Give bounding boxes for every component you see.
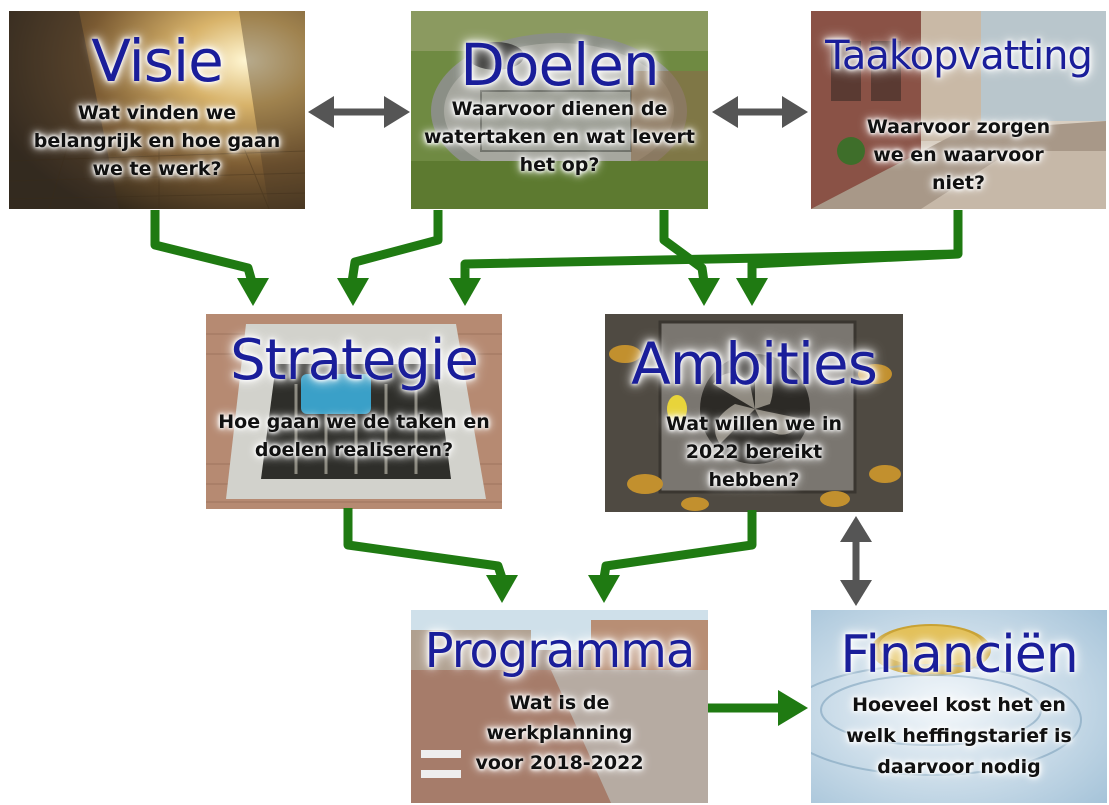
box-strategie: Strategie Hoe gaan we de taken en doelen… xyxy=(206,314,502,509)
taakopvatting-title: Taakopvatting xyxy=(825,33,1093,79)
box-doelen: Doelen Waarvoor dienen de watertaken en … xyxy=(411,11,708,209)
box-taakopvatting: Taakopvatting Waarvoor zorgen we en waar… xyxy=(811,11,1106,209)
flow-arrow-taakopvatting-strategie xyxy=(460,210,963,280)
arrowhead-financien xyxy=(778,690,808,726)
doelen-photo xyxy=(411,11,708,209)
strategie-title: Strategie xyxy=(230,328,479,393)
link-arrow-doelen-taakopvatting xyxy=(712,96,808,128)
doelen-title: Doelen xyxy=(460,31,659,99)
arrowhead-strategie-left xyxy=(237,278,269,306)
flow-arrow-strategie-programma xyxy=(343,508,507,580)
doelen-question: Waarvoor dienen de watertaken en wat lev… xyxy=(424,98,695,176)
flow-arrow-ambities-programma xyxy=(599,510,757,579)
arrowhead-programma-right xyxy=(588,575,620,603)
strategie-photo xyxy=(206,314,502,509)
box-ambities: Ambities Wat willen we in 2022 bereikt h… xyxy=(605,314,903,512)
arrowhead-strategie-right xyxy=(337,278,369,306)
flow-arrow-visie-strategie xyxy=(150,210,257,284)
arrowhead-ambities-left xyxy=(688,278,720,306)
arrowhead-programma-left xyxy=(486,575,518,603)
ambities-question: Wat willen we in 2022 bereikt hebben? xyxy=(665,413,842,491)
visie-photo xyxy=(9,11,305,209)
strategie-question: Hoe gaan we de taken en doelen realisere… xyxy=(218,411,490,461)
arrowhead-ambities-right xyxy=(736,278,768,306)
ambities-title: Ambities xyxy=(631,330,878,398)
financien-photo xyxy=(811,610,1107,803)
programma-photo xyxy=(411,610,708,803)
ambities-photo xyxy=(605,314,903,512)
link-arrow-visie-doelen xyxy=(308,96,410,128)
financien-question: Hoeveel kost het en welk heffingstarief … xyxy=(846,694,1072,778)
box-financien: Financiën Hoeveel kost het en welk heffi… xyxy=(811,610,1107,803)
programma-title: Programma xyxy=(424,623,696,679)
box-programma: Programma Wat is de werkplanning voor 20… xyxy=(411,610,708,803)
flow-arrow-doelen-ambities xyxy=(659,210,709,283)
flow-arrow-doelen-strategie xyxy=(347,210,443,283)
programma-question: Wat is de werkplanning voor 2018-2022 xyxy=(475,692,644,774)
flow-arrow-taakopvatting-ambities xyxy=(747,249,959,280)
visie-question: Wat vinden we belangrijk en hoe gaan we … xyxy=(33,102,281,180)
link-arrow-ambities-financien xyxy=(840,516,872,606)
visie-title: Visie xyxy=(91,27,224,95)
financien-title: Financiën xyxy=(840,625,1078,685)
taakopvatting-question: Waarvoor zorgen we en waarvoor niet? xyxy=(866,116,1051,194)
taakopvatting-photo xyxy=(811,11,1106,209)
box-visie: Visie Wat vinden we belangrijk en hoe ga… xyxy=(9,11,305,209)
arrowhead-strategie-taak xyxy=(449,278,481,306)
